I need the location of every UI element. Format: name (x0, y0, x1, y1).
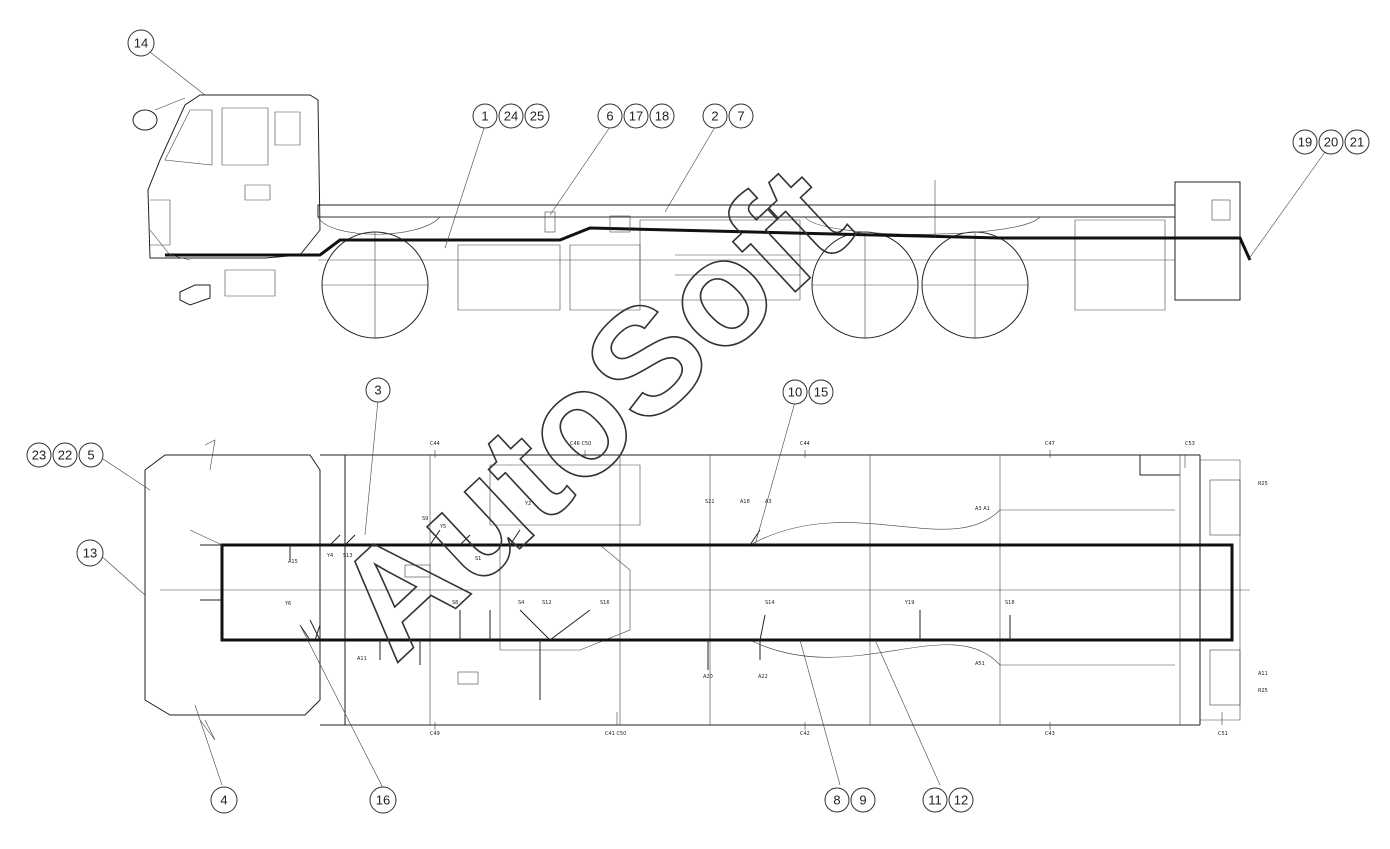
svg-text:17: 17 (629, 109, 643, 124)
callout-y19: Y19 (904, 600, 914, 606)
side-view-truck (132, 94, 1252, 339)
svg-text:12: 12 (954, 793, 968, 808)
callout-r25-bot: R25 (1258, 688, 1268, 694)
cab-outline (147, 94, 321, 259)
callout-a15: A15 (288, 559, 298, 565)
balloon-18: 18 (649, 103, 675, 129)
balloon-25: 25 (524, 103, 550, 129)
callout-c42: C42 (800, 731, 810, 737)
svg-text:5: 5 (87, 448, 94, 463)
callout-c51: C51 (1218, 731, 1228, 737)
callout-c47: C47 (1045, 441, 1055, 447)
balloon-15: 15 (808, 379, 834, 405)
callout-s13: S13 (343, 553, 353, 559)
callout-s12: S12 (542, 600, 552, 606)
callout-s9: S9 (422, 516, 428, 522)
svg-text:1: 1 (481, 109, 488, 124)
callout-c41-c50: C41 C50 (605, 731, 626, 737)
wheel-front (321, 231, 429, 339)
callout-c43: C43 (1045, 731, 1055, 737)
balloon-23: 23 (26, 442, 52, 468)
balloon-19: 19 (1292, 129, 1318, 155)
balloon-3: 3 (365, 377, 391, 403)
balloon-9: 9 (850, 787, 876, 813)
callout-y6: Y6 (284, 601, 291, 607)
svg-text:4: 4 (220, 793, 227, 808)
callout-c53: C53 (1185, 441, 1195, 447)
rear-box (1174, 181, 1241, 301)
balloon-12: 12 (948, 787, 974, 813)
balloon-1: 1 (472, 103, 498, 129)
balloon-21: 21 (1344, 129, 1370, 155)
balloon-22: 22 (52, 442, 78, 468)
callout-a51: A51 (975, 661, 985, 667)
svg-text:14: 14 (134, 36, 148, 51)
callout-a20: A20 (703, 674, 713, 680)
top-view-truck (144, 439, 1250, 741)
callout-a22: A22 (758, 674, 768, 680)
main-harness-side (165, 226, 1252, 261)
cab-top-outline (144, 454, 321, 716)
callout-a3-a1: A3 A1 (975, 506, 990, 512)
mirror-icon (132, 109, 158, 131)
callout-y5: Y5 (439, 524, 446, 530)
svg-text:6: 6 (606, 109, 613, 124)
callout-c44: C44 (430, 441, 440, 447)
svg-text:19: 19 (1298, 135, 1312, 150)
callout-s18: S18 (1005, 600, 1015, 606)
svg-text:22: 22 (58, 448, 72, 463)
svg-text:11: 11 (928, 793, 942, 808)
balloon-24: 24 (498, 103, 524, 129)
callout-a11: A11 (357, 656, 367, 662)
svg-text:16: 16 (376, 793, 390, 808)
callout-s1: S1 (475, 556, 481, 562)
svg-text:3: 3 (374, 383, 381, 398)
balloon-11: 11 (922, 787, 948, 813)
callout-a11-bot: A11 (1258, 671, 1268, 677)
balloon-5: 5 (78, 442, 104, 468)
svg-text:10: 10 (788, 385, 802, 400)
callout-r25-top: R25 (1258, 481, 1268, 487)
callout-c46-c50: C46 C50 (570, 441, 591, 447)
callout-s4: S4 (518, 600, 524, 606)
callout-c49: C49 (430, 731, 440, 737)
balloon-16: 16 (369, 786, 397, 814)
callout-s8: S8 (452, 600, 458, 606)
svg-text:2: 2 (711, 109, 718, 124)
balloon-20: 20 (1318, 129, 1344, 155)
balloon-leaders (96, 51, 1326, 789)
svg-text:7: 7 (737, 109, 744, 124)
svg-text:9: 9 (859, 793, 866, 808)
wheel-rear-2 (921, 231, 1029, 339)
svg-text:18: 18 (655, 109, 669, 124)
svg-text:15: 15 (814, 385, 828, 400)
svg-text:25: 25 (530, 109, 544, 124)
balloon-13: 13 (76, 539, 104, 567)
svg-text:13: 13 (83, 546, 97, 561)
main-harness-top (220, 543, 1234, 642)
callout-s16: S16 (600, 600, 610, 606)
balloon-6: 6 (597, 103, 623, 129)
balloon-14: 14 (127, 29, 155, 57)
callout-y4: Y4 (326, 553, 333, 559)
svg-text:24: 24 (504, 109, 518, 124)
callout-y2: Y2 (524, 501, 531, 507)
balloon-17: 17 (623, 103, 649, 129)
svg-text:8: 8 (833, 793, 840, 808)
callout-s14: S14 (765, 600, 775, 606)
callout-a3: A3 (765, 499, 772, 505)
balloon-7: 7 (728, 103, 754, 129)
balloon-4: 4 (210, 786, 238, 814)
balloon-8: 8 (824, 787, 850, 813)
callout-a18: A18 (740, 499, 750, 505)
svg-text:21: 21 (1350, 135, 1364, 150)
svg-text:20: 20 (1324, 135, 1338, 150)
balloon-2: 2 (702, 103, 728, 129)
svg-text:23: 23 (32, 448, 46, 463)
callout-s21: S21 (705, 499, 715, 505)
callout-c44b: C44 (800, 441, 810, 447)
balloon-10: 10 (782, 379, 808, 405)
